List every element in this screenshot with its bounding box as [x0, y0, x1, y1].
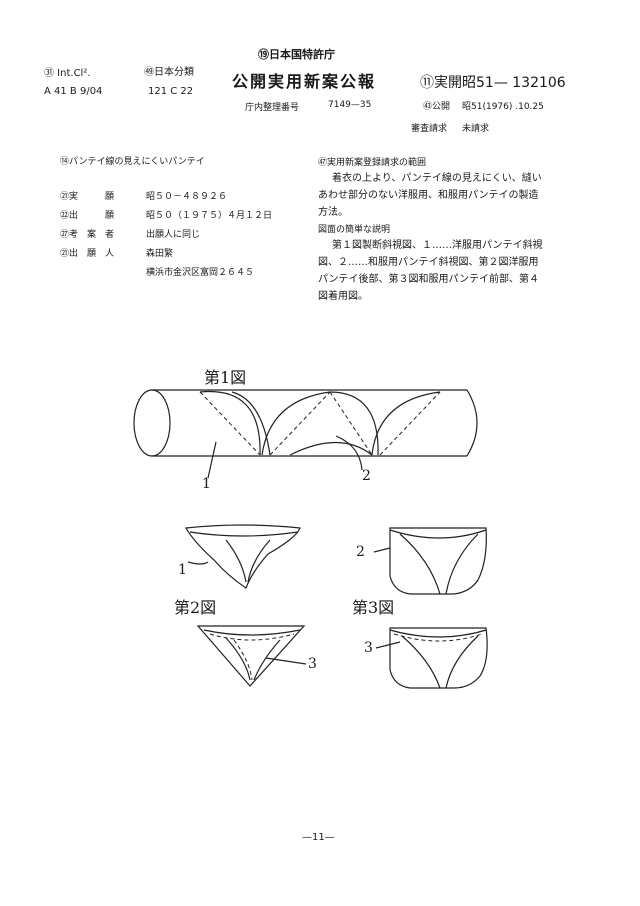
- bib-value: 昭５０（１９７５）４月１２日: [146, 211, 273, 221]
- bib-row-applicant: ㉑出 願 人 森田繁: [60, 245, 272, 264]
- int-cl-value: A 41 B 9/04: [44, 86, 103, 97]
- bib-value: 昭５０－４８９２６: [146, 192, 228, 202]
- invention-title: ⑭パンテイ線の見えにくいパンテイ: [60, 157, 205, 167]
- bibliographic-block: ㉑実 願 昭５０－４８９２６ ㉒出 願 昭５０（１９７５）４月１２日 ㉗考 案 者 出…: [60, 188, 272, 283]
- fig2-caption: 第2図: [174, 598, 217, 617]
- jp-class-value: 121 C 22: [148, 86, 194, 97]
- claim-line: 方法。: [318, 207, 348, 218]
- bib-value: 横浜市金沢区富岡２６４５: [146, 268, 255, 278]
- publication-date-label: ㊸公開: [423, 102, 451, 112]
- bib-label: ㉒出 願: [60, 211, 115, 221]
- fig1-ref-2: 2: [362, 468, 371, 484]
- bib-label: ㉗考 案 者: [60, 230, 115, 240]
- claim-text: 着衣の上より、パンテイ線の見えにくい、縫い あわせ部分のない洋服用、和服用パンテ…: [318, 170, 542, 221]
- description-heading: 図面の簡単な説明: [318, 225, 391, 235]
- fig3-caption: 第3図: [352, 598, 395, 617]
- description-text: 第１図製断斜視図、１……洋服用パンテイ斜視 図、２……和服用パンテイ斜視図、第２…: [318, 237, 543, 305]
- claim-line: あわせ部分のない洋服用、和服用パンテイの製造: [318, 190, 539, 201]
- description-line: 図、２……和服用パンテイ斜視図、第２図洋服用: [318, 257, 539, 268]
- office-ref-label: 庁内整理番号: [245, 103, 300, 113]
- office-ref-value: 7149—35: [328, 100, 372, 110]
- bib-row-filing: ㉒出 願 昭５０（１９７５）４月１２日: [60, 207, 272, 226]
- bib-value: 森田繁: [146, 249, 174, 259]
- jp-class-label: ㊾日本分類: [144, 67, 194, 78]
- examination-label: 審査請求: [411, 124, 448, 134]
- brief-japanese-drawing: [373, 527, 487, 595]
- examination-value: 未請求: [462, 124, 490, 134]
- claim-line: 着衣の上より、パンテイ線の見えにくい、縫い: [332, 173, 542, 184]
- bib-row-inventor: ㉗考 案 者 出願人に同じ: [60, 226, 272, 245]
- gazette-title: 公開実用新案公報: [232, 72, 377, 91]
- description-line: 図着用図。: [318, 291, 368, 302]
- fig3-front-drawing: [375, 627, 488, 689]
- brief-western-drawing: [185, 524, 301, 589]
- claim-heading: ㊼実用新案登録請求の範囲: [318, 158, 427, 168]
- fig3-ref-3: 3: [364, 640, 373, 656]
- publication-date-value: 昭51(1976) .10.25: [462, 102, 544, 112]
- bib-row-application: ㉑実 願 昭５０－４８９２６: [60, 188, 272, 207]
- fig1-caption: 第1図: [204, 368, 247, 387]
- fig2-ref-3: 3: [308, 656, 317, 672]
- bib-row-address: 横浜市金沢区富岡２６４５: [60, 264, 272, 283]
- description-line: 第１図製断斜視図、１……洋服用パンテイ斜視: [332, 240, 543, 251]
- bib-label: ㉑出 願 人: [60, 249, 115, 259]
- publication-number: ⑪実開昭51— 132106: [420, 75, 566, 91]
- int-cl-label: ㉛ Int.Cl².: [44, 68, 91, 79]
- fig1-ref-1: 1: [202, 476, 211, 492]
- page-number: —11—: [302, 832, 335, 843]
- fig1-tube-drawing: [133, 389, 478, 479]
- brief-ref-2: 2: [356, 544, 365, 560]
- description-line: パンテイ後部、第３図和服用パンテイ前部、第４: [318, 274, 539, 285]
- bib-label: ㉑実 願: [60, 192, 115, 202]
- issuing-office: ⑲日本国特許庁: [258, 48, 335, 61]
- brief-ref-1: 1: [178, 562, 187, 578]
- bib-value: 出願人に同じ: [146, 230, 201, 240]
- fig2-rear-drawing: [196, 625, 307, 687]
